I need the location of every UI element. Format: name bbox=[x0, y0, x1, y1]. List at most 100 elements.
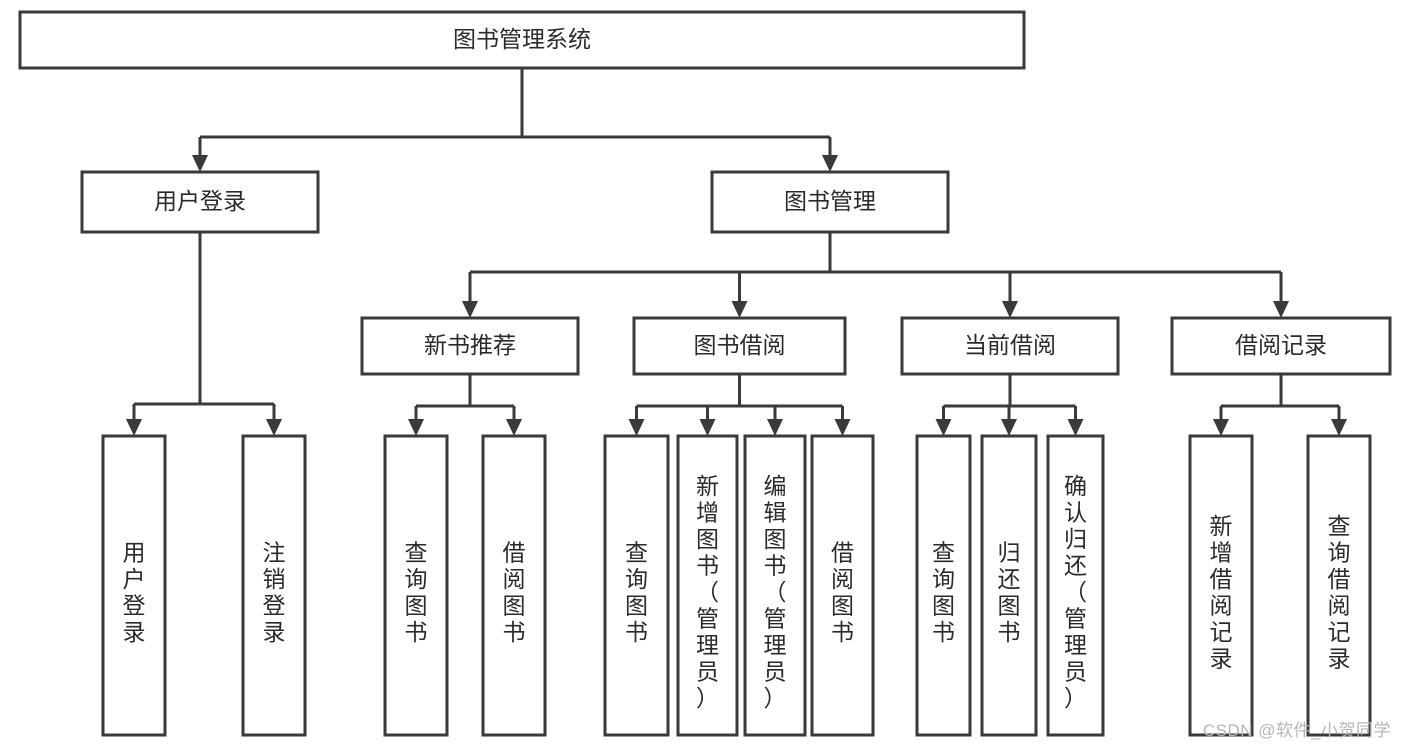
svg-text:图: 图 bbox=[998, 592, 1021, 618]
svg-text:书: 书 bbox=[831, 619, 854, 645]
node-label: 用户登录 bbox=[123, 539, 146, 645]
svg-text:借: 借 bbox=[1210, 566, 1233, 592]
svg-text:确: 确 bbox=[1064, 473, 1087, 499]
arrow-head-icon bbox=[731, 301, 748, 318]
svg-text:询: 询 bbox=[932, 566, 955, 592]
svg-text:阅: 阅 bbox=[831, 566, 854, 592]
svg-text:录: 录 bbox=[1328, 645, 1351, 671]
svg-text:询: 询 bbox=[405, 566, 428, 592]
svg-text:录: 录 bbox=[1210, 645, 1233, 671]
arrow-head-icon bbox=[628, 419, 645, 436]
arrow-head-icon bbox=[462, 301, 478, 318]
arrow-head-icon bbox=[767, 419, 783, 436]
svg-text:认: 认 bbox=[1064, 500, 1087, 526]
svg-text:书: 书 bbox=[998, 619, 1021, 645]
svg-text:增: 增 bbox=[1210, 539, 1233, 565]
svg-text:查: 查 bbox=[405, 539, 428, 565]
svg-text:阅: 阅 bbox=[1328, 592, 1351, 618]
svg-text:登: 登 bbox=[263, 592, 286, 618]
svg-text:记: 记 bbox=[1210, 619, 1233, 645]
node-label: 新书推荐 bbox=[424, 332, 516, 358]
node-label: 图书管理系统 bbox=[453, 26, 591, 52]
arrow-head-icon bbox=[699, 419, 716, 436]
arrow-head-icon bbox=[935, 419, 952, 436]
svg-text:理: 理 bbox=[1064, 632, 1087, 658]
svg-text:查: 查 bbox=[625, 539, 648, 565]
arrow-head-icon bbox=[266, 419, 282, 436]
svg-text:管: 管 bbox=[764, 606, 787, 632]
svg-text:）: ） bbox=[1064, 685, 1087, 711]
svg-text:户: 户 bbox=[123, 566, 146, 592]
svg-text:图: 图 bbox=[625, 592, 648, 618]
svg-text:书: 书 bbox=[932, 619, 955, 645]
arrow-head-icon bbox=[1001, 419, 1017, 436]
svg-text:查: 查 bbox=[932, 539, 955, 565]
node-level3-图书借阅[interactable]: 图书借阅 bbox=[632, 316, 847, 376]
node-label: 用户登录 bbox=[154, 188, 246, 214]
node-rect bbox=[915, 434, 972, 737]
connector-layer bbox=[126, 68, 1347, 436]
svg-text:销: 销 bbox=[263, 566, 286, 592]
node-rect bbox=[481, 434, 547, 737]
svg-text:辑: 辑 bbox=[764, 500, 787, 526]
node-rect bbox=[1306, 434, 1372, 737]
svg-text:登: 登 bbox=[123, 592, 146, 618]
arrow-head-icon bbox=[506, 419, 522, 436]
node-level3-新书推荐[interactable]: 新书推荐 bbox=[360, 316, 580, 376]
svg-text:员: 员 bbox=[764, 659, 787, 685]
node-rect bbox=[710, 170, 950, 234]
svg-text:录: 录 bbox=[123, 619, 146, 645]
node-root-图书管理系统[interactable]: 图书管理系统 bbox=[18, 10, 1026, 70]
svg-text:）: ） bbox=[696, 685, 719, 711]
node-level2-图书管理[interactable]: 图书管理 bbox=[710, 170, 950, 234]
svg-text:图: 图 bbox=[831, 592, 854, 618]
node-rect bbox=[980, 434, 1038, 737]
svg-text:管: 管 bbox=[696, 606, 719, 632]
svg-text:阅: 阅 bbox=[503, 566, 526, 592]
node-label: 图书借阅 bbox=[694, 332, 786, 358]
node-level3-借阅记录[interactable]: 借阅记录 bbox=[1170, 316, 1392, 376]
svg-text:书: 书 bbox=[764, 553, 787, 579]
node-rect bbox=[241, 434, 307, 737]
svg-text:借: 借 bbox=[831, 539, 854, 565]
node-rect bbox=[1170, 316, 1392, 376]
svg-text:图: 图 bbox=[932, 592, 955, 618]
svg-text:书: 书 bbox=[503, 619, 526, 645]
svg-text:图: 图 bbox=[764, 526, 787, 552]
node-leaf-0[interactable]: 用户登录 bbox=[101, 434, 167, 737]
node-level3-当前借阅[interactable]: 当前借阅 bbox=[900, 316, 1120, 376]
node-label: 借阅记录 bbox=[1235, 332, 1327, 358]
svg-text:书: 书 bbox=[405, 619, 428, 645]
svg-text:询: 询 bbox=[1328, 539, 1351, 565]
svg-text:书: 书 bbox=[696, 553, 719, 579]
arrow-head-icon bbox=[126, 419, 142, 436]
svg-text:理: 理 bbox=[696, 632, 719, 658]
node-rect bbox=[676, 434, 739, 737]
svg-text:图: 图 bbox=[405, 592, 428, 618]
node-level2-用户登录[interactable]: 用户登录 bbox=[80, 170, 320, 234]
svg-text:新: 新 bbox=[696, 473, 719, 499]
node-rect bbox=[632, 316, 847, 376]
svg-text:图: 图 bbox=[696, 526, 719, 552]
node-rect bbox=[1188, 434, 1254, 737]
